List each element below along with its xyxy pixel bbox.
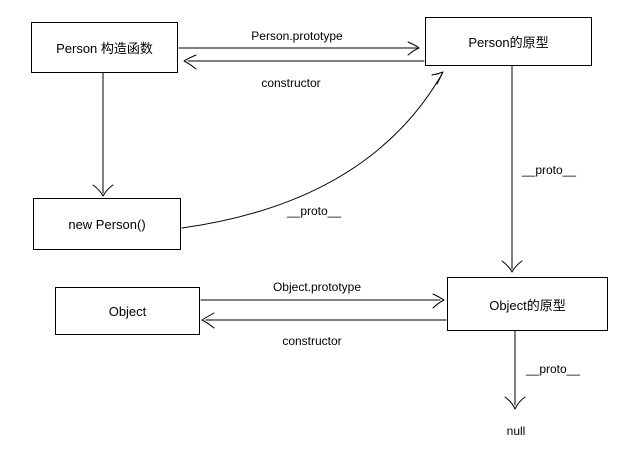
- arrow-object-prototype: [200, 293, 445, 309]
- person-prototype-box: Person的原型: [425, 17, 592, 66]
- arrow-object-prototype-proto: [504, 330, 526, 410]
- person-constructor-label: Person 构造函数: [56, 41, 153, 56]
- person-constructor-box: Person 构造函数: [31, 22, 178, 73]
- object-box: Object: [55, 287, 200, 335]
- object-prototype-proto-edge-label: __proto__: [525, 362, 581, 376]
- object-prototype-edge-label: Object.prototype: [272, 280, 362, 294]
- arrow-object-constructor: [201, 312, 447, 329]
- object-constructor-edge-label: constructor: [282, 334, 342, 348]
- arrow-person-prototype: [178, 41, 420, 56]
- person-prototype-label: Person的原型: [468, 35, 549, 50]
- new-person-box: new Person(): [33, 198, 181, 250]
- person-prototype-edge-label: Person.prototype: [251, 29, 343, 43]
- arrow-person-constructor: [183, 54, 425, 70]
- null-terminal-label: null: [506, 424, 526, 438]
- arrow-new-person-proto: [181, 71, 444, 229]
- arrow-new-person: [92, 72, 114, 197]
- object-label: Object: [108, 303, 147, 319]
- object-prototype-label: Object的原型: [489, 297, 566, 313]
- new-person-proto-edge-label: __proto__: [286, 204, 342, 218]
- object-prototype-box: Object的原型: [447, 277, 608, 331]
- arrow-person-prototype-proto: [501, 65, 523, 273]
- person-prototype-proto-edge-label: __proto__: [521, 163, 577, 177]
- person-constructor-edge-label: constructor: [261, 76, 321, 90]
- new-person-label: new Person(): [68, 216, 146, 232]
